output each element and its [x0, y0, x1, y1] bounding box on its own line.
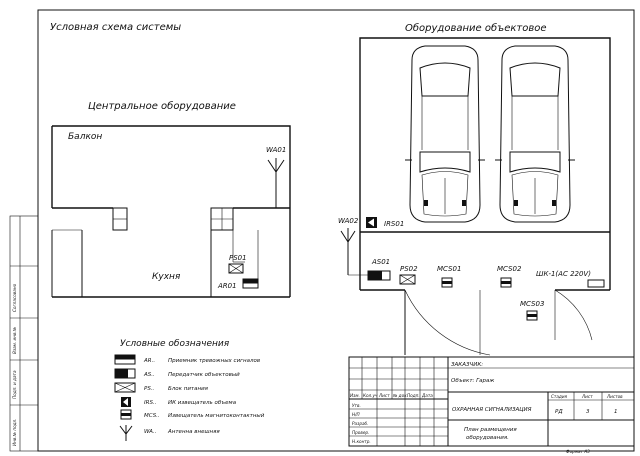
label-ps02: PS02: [400, 265, 418, 273]
label-ps01: PS01: [229, 254, 247, 262]
magnetic-contact-icon: [500, 277, 512, 288]
title-central: Центральное оборудование: [88, 100, 236, 112]
side-stamp-replace: Взам. инв.№: [12, 326, 17, 354]
antenna-icon: [267, 158, 285, 208]
stamp-col-date: Дата: [421, 393, 433, 398]
stamp-col-count: Кол.уч: [363, 393, 378, 398]
legend-code-irs: IRS..: [144, 400, 157, 406]
legend-text-wa: Антенна внешняя: [167, 429, 220, 435]
title-system: Условная схема системы: [50, 22, 181, 33]
sheet-format: Формат А3: [566, 449, 590, 454]
label-mcs02: MCS02: [497, 265, 522, 273]
label-mcs03: MCS03: [520, 300, 544, 308]
legend-text-irs: ИК извещатель объема: [168, 400, 237, 406]
stamp-stage-value: РД: [555, 409, 563, 415]
stamp-role-4: Н.контр.: [352, 439, 371, 444]
stamp-customer: ЗАКАЗЧИК:: [451, 362, 483, 368]
side-stamp-sign: Подп. и дата: [12, 370, 17, 399]
car-left-icon: [405, 45, 485, 223]
receiver-icon: [114, 354, 136, 365]
room-balcony: Балкон: [68, 132, 102, 142]
legend: Условные обозначения AR.. Приемник трево…: [114, 339, 265, 441]
antenna-icon: [119, 425, 133, 441]
control-cabinet-symbol: [587, 279, 605, 288]
garage-floorplan: [359, 37, 611, 356]
receiver-icon: [242, 278, 259, 289]
stamp-sheet-label: Лист: [581, 394, 593, 399]
stamp-object: Объект: Гараж: [451, 378, 494, 384]
ir-sensor-icon: [366, 217, 377, 228]
transmitter-icon: [114, 368, 136, 379]
power-supply-icon: [399, 274, 416, 285]
stamp-stage-label: Стадия: [551, 394, 568, 399]
label-shk1: ШК-1(AC 220V): [536, 270, 591, 278]
stamp-sheet-title-1: План размещения: [464, 427, 517, 433]
antenna-icon: [340, 228, 368, 276]
legend-text-ps: Блок питания: [168, 386, 209, 392]
label-irs01: IRS01: [384, 220, 404, 228]
central-floorplan: Балкон Кухня: [51, 125, 291, 298]
legend-code-as: AS..: [143, 372, 155, 378]
stamp-role-3: Провер.: [352, 430, 369, 435]
room-kitchen: Кухня: [152, 272, 181, 282]
label-wa02: WA02: [338, 217, 359, 225]
title-block: ЗАКАЗЧИК: Объект: Гараж Изм. Кол.уч Лист…: [348, 356, 635, 447]
stamp-sheet-title-2: оборудования.: [466, 435, 509, 441]
stamp-col-sheet: Лист: [378, 393, 390, 398]
title-object: Оборудование объектовое: [405, 22, 547, 34]
stamp-sheets-label: Листов: [606, 394, 623, 399]
label-ar01: AR01: [217, 282, 237, 290]
magnetic-contact-icon: [120, 409, 132, 420]
legend-title: Условные обозначения: [120, 339, 230, 349]
car-right-icon: [495, 45, 575, 223]
ir-sensor-icon: [121, 397, 131, 407]
side-stamp-inv: Инв.№ подл.: [12, 418, 17, 446]
transmitter-icon: [367, 270, 391, 281]
legend-text-as: Передатчик объектовый: [168, 372, 240, 378]
stamp-role-1: Н/П: [352, 412, 361, 417]
label-mcs01: MCS01: [437, 265, 461, 273]
magnetic-contact-icon: [441, 277, 453, 288]
stamp-role-5: Утв.: [352, 403, 361, 408]
power-supply-icon: [114, 382, 136, 393]
stamp-project-title: ОХРАННАЯ СИГНАЛИЗАЦИЯ: [452, 407, 532, 413]
stamp-sheet-value: 3: [586, 409, 590, 415]
label-wa01: WA01: [266, 146, 286, 154]
legend-code-ar: AR..: [143, 358, 155, 364]
legend-code-mcs: MCS..: [144, 413, 160, 419]
stamp-col-sign: Подп.: [407, 393, 420, 398]
stamp-col-doc: № док.: [392, 393, 408, 398]
stamp-col-change: Изм.: [350, 393, 360, 398]
side-stamp: Согласовано Взам. инв.№ Подп. и дата Инв…: [9, 215, 39, 452]
legend-text-mcs: Извещатель магнитоконтактный: [168, 413, 265, 419]
magnetic-contact-icon: [526, 310, 538, 321]
stamp-sheets-value: 1: [614, 409, 618, 415]
side-stamp-agreed: Согласовано: [12, 283, 17, 312]
legend-code-ps: PS..: [144, 386, 155, 392]
legend-code-wa: WA..: [144, 429, 157, 435]
label-as01: AS01: [371, 258, 390, 266]
legend-text-ar: Приемник тревожных сигналов: [168, 358, 260, 364]
power-supply-icon: [228, 263, 244, 274]
stamp-role-2: Разраб.: [352, 421, 368, 426]
